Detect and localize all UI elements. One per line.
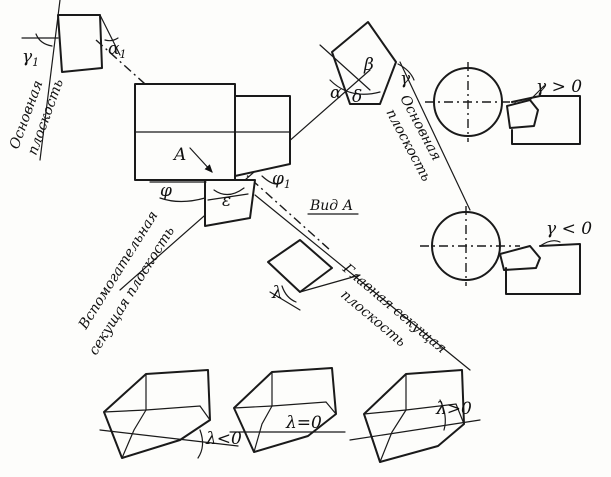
section-gamma1-alpha1 [21,14,121,73]
gamma-positive-label: γ > 0 [536,77,582,97]
section-alpha-beta-gamma [319,21,471,211]
tool-lambda-negative [99,369,239,459]
gamma-symbol: γ [400,69,411,89]
tool-lambda-zero [229,367,346,453]
lambda-positive-label: λ>0 [435,399,472,419]
base-plane-line-1 [39,0,61,161]
delta-symbol: δ [352,87,362,107]
phi-symbol: φ [160,181,172,201]
tool-lambda-positive [349,369,481,463]
alpha1-symbol: α1 [108,39,126,61]
tool-plan-view [134,83,291,227]
workpiece-gamma-negative [420,206,581,295]
view-a-label: Вид А [309,198,353,214]
lambda-negative-label: λ<0 [205,429,242,449]
view-a-section [267,213,361,311]
main-cut-plane-line [254,194,471,371]
gamma1-symbol: γ1 [22,47,39,69]
alpha-symbol: α [330,83,342,103]
lambda-zero-label: λ=0 [285,413,322,433]
gamma-negative-label: γ < 0 [546,219,592,239]
lambda-symbol: λ [271,283,283,303]
arrow-a-label: A [172,145,186,165]
epsilon-symbol: ε [222,191,231,211]
beta-symbol: β [363,55,374,75]
workpiece-gamma-positive [425,62,581,145]
phi1-symbol: φ1 [272,169,291,191]
